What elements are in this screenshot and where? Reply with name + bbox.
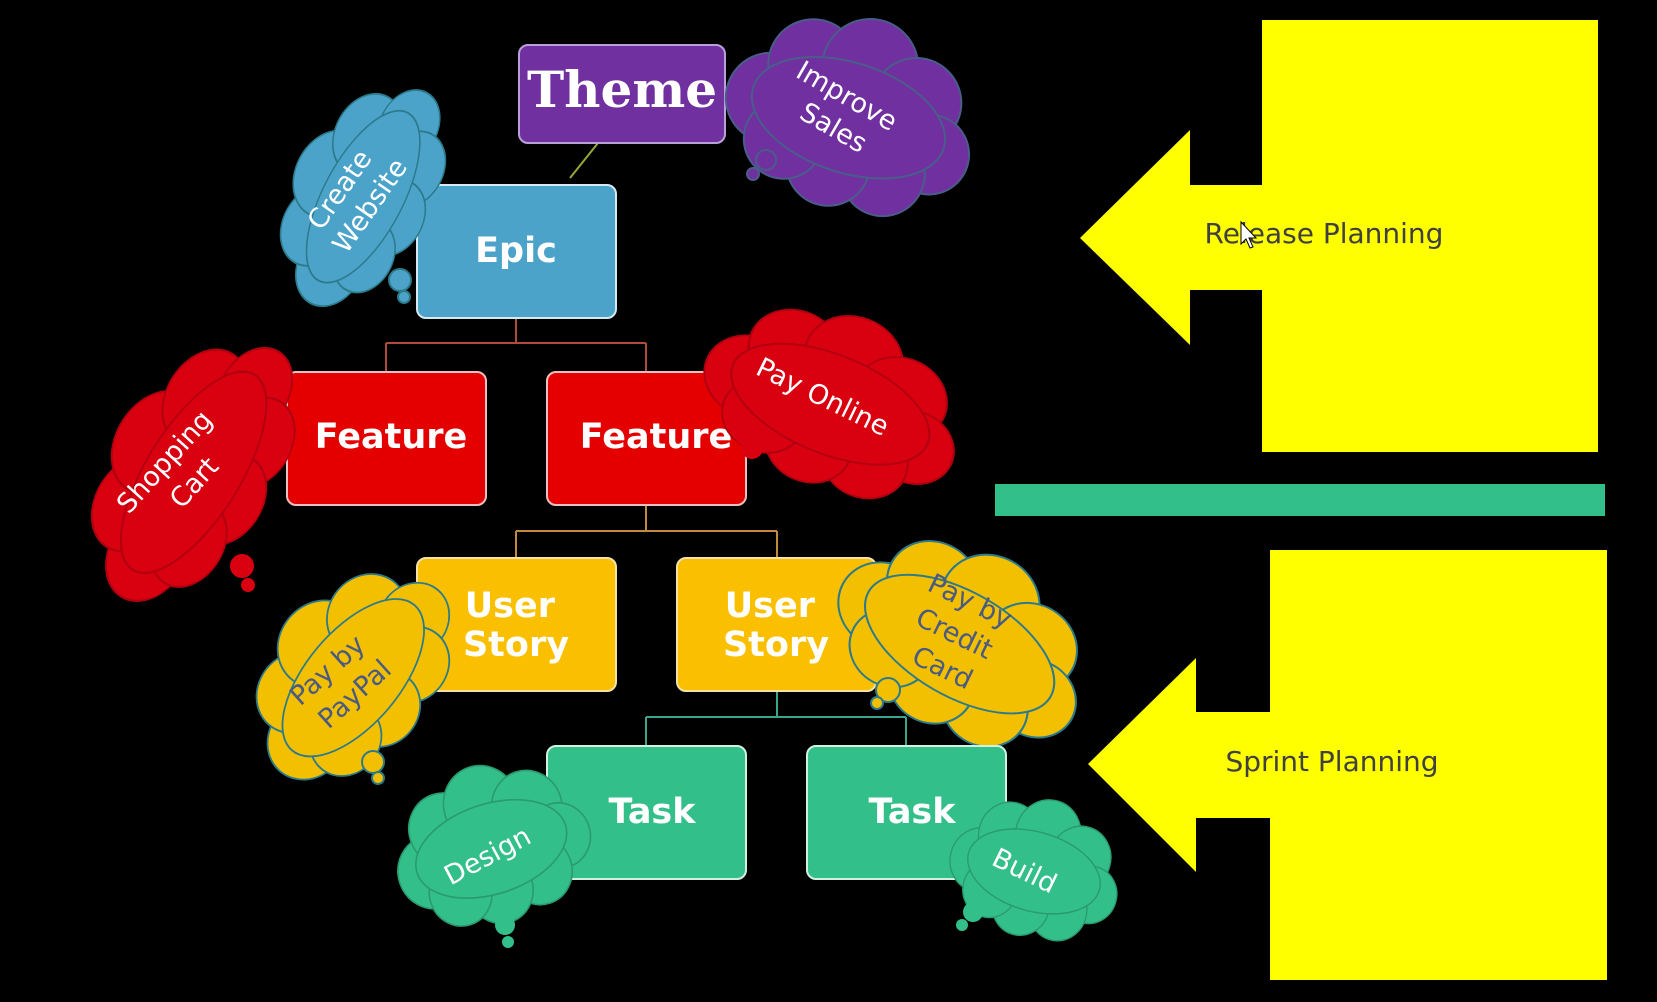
feature-node-1: Feature	[286, 371, 487, 506]
pay-online-cloud: Pay Online	[676, 268, 991, 533]
feature-node-2: Feature	[546, 371, 747, 506]
release-planning-label: Release Planning	[1205, 217, 1444, 250]
story-task-connector	[645, 692, 907, 746]
pay-by-paypal-cloud: Pay by PayPal	[208, 527, 493, 820]
user-story-node-1: User Story	[416, 557, 617, 692]
user-story-2-line-2: Story	[723, 625, 829, 665]
svg-text:User Story: User Story	[723, 586, 829, 665]
epic-label: Epic	[475, 231, 557, 271]
theme-node: Theme	[518, 44, 726, 144]
task-1-label: Task	[608, 792, 696, 832]
feature-story-connector	[515, 506, 778, 560]
pay-by-credit-card-cloud: Pay by Credit Card	[801, 492, 1126, 789]
theme-epic-connector	[569, 142, 599, 179]
task-node-1: Task	[546, 745, 747, 880]
svg-text:User Story: User Story	[463, 586, 569, 665]
task-2-label: Task	[868, 792, 956, 832]
user-story-node-2: User Story	[676, 557, 877, 692]
epic-feature-connector	[385, 318, 647, 372]
sprint-planning-label: Sprint Planning	[1225, 745, 1438, 778]
connectors	[385, 142, 907, 746]
release-planning-panel: Release Planning	[1080, 20, 1598, 452]
user-story-1-line-1: User	[465, 586, 556, 626]
theme-label: Theme	[527, 60, 717, 119]
user-story-1-line-2: Story	[463, 625, 569, 665]
shopping-cart-cloud: Shopping Cart	[42, 299, 339, 637]
design-cloud: Design	[371, 736, 611, 952]
improve-sales-cloud: Improve Sales	[700, 0, 1004, 246]
user-story-2-line-1: User	[725, 586, 816, 626]
epic-node: Epic	[416, 184, 617, 319]
mouse-pointer-icon	[1240, 220, 1258, 249]
create-website-cloud: Create Website	[241, 53, 480, 334]
build-cloud: Build	[933, 776, 1139, 960]
feature-1-label: Feature	[315, 417, 468, 457]
sprint-planning-panel: Sprint Planning	[1088, 550, 1607, 980]
planning-divider	[995, 484, 1605, 516]
feature-2-label: Feature	[580, 417, 733, 457]
